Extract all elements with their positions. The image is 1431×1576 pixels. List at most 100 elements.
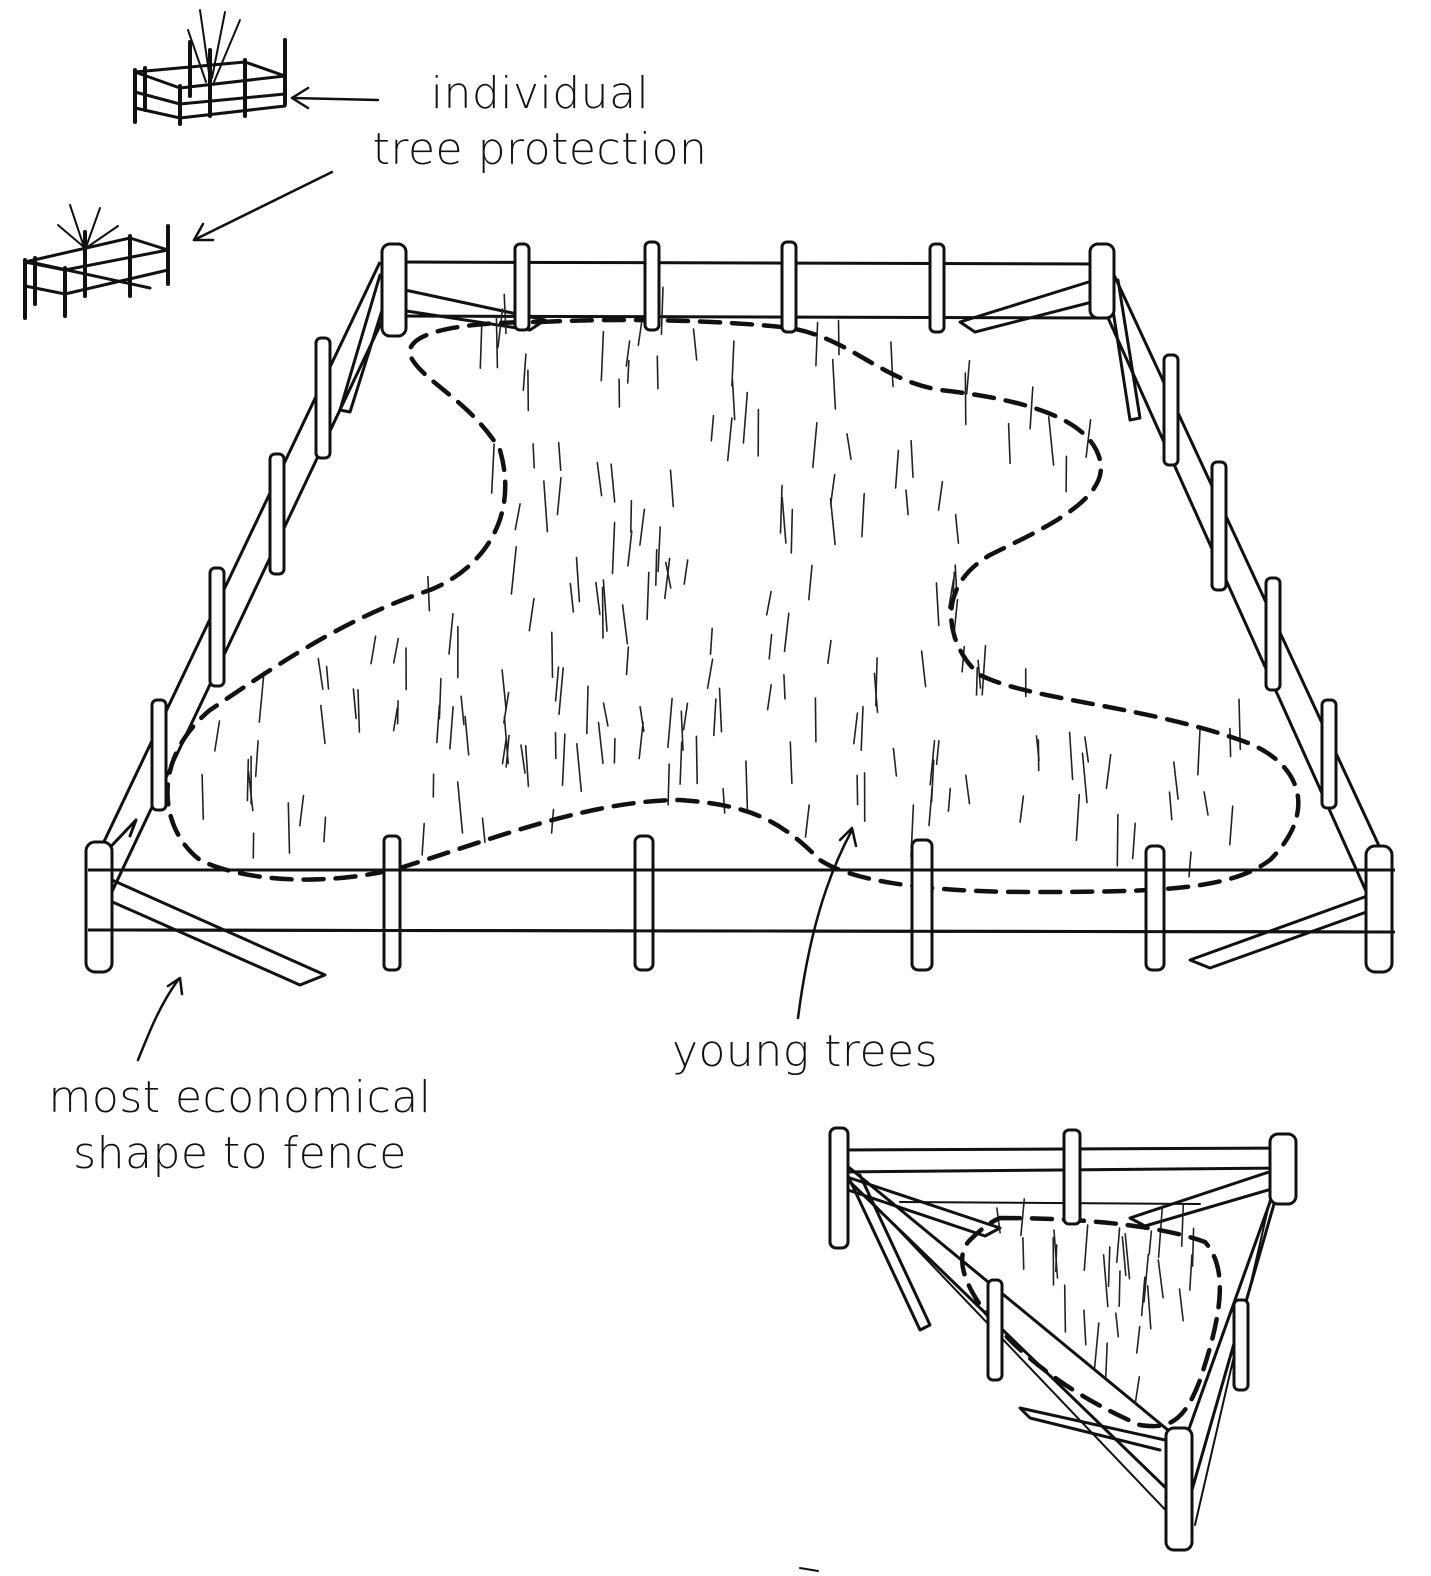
grass-stroke [746, 761, 748, 812]
grass-stroke [967, 361, 970, 394]
grass-stroke [515, 504, 520, 530]
grass-stroke [1085, 737, 1088, 762]
tree-guard-icon [25, 205, 168, 318]
grass-stroke [891, 342, 893, 386]
grass-stroke [937, 741, 939, 765]
grass-stroke [1148, 1286, 1151, 1329]
grass-stroke [833, 360, 836, 409]
grass-stroke [215, 721, 220, 751]
fence-post-icon [1266, 578, 1280, 690]
grass-stroke [544, 481, 548, 532]
fence-post-icon [782, 242, 796, 332]
grass-stroke [1135, 1377, 1139, 1404]
grass-stroke [570, 584, 573, 612]
fence-post-icon [152, 700, 166, 810]
grass-stroke [861, 707, 863, 751]
grass-stroke [596, 583, 600, 615]
grass-stroke [816, 323, 818, 366]
grass-stroke [601, 332, 603, 381]
grass-stroke [394, 639, 399, 663]
fence-post-icon [1166, 1428, 1192, 1550]
economical-shape-label: most economical shape to fence [20, 1070, 460, 1182]
grass-stroke [828, 641, 831, 664]
grass-stroke [1133, 823, 1136, 858]
grass-stroke [782, 498, 786, 543]
grass-stroke [1020, 796, 1023, 822]
grass-stroke [1189, 852, 1191, 877]
main-fence-enclosure [86, 242, 1395, 985]
grass-stroke [559, 668, 563, 714]
grass-stroke [893, 748, 896, 776]
grass-stroke [597, 463, 601, 496]
grass-stroke [815, 698, 816, 742]
grass-stroke [671, 470, 674, 506]
fence-post-icon [270, 454, 284, 574]
grass-stroke [529, 599, 534, 631]
grass-stroke [939, 482, 943, 510]
grass-stroke [862, 494, 864, 537]
triangular-fence-enclosure [830, 1128, 1296, 1550]
grass-stroke [577, 558, 580, 602]
grass-stroke [502, 670, 506, 710]
grass-stroke [1083, 753, 1088, 802]
grass-stroke [613, 523, 615, 574]
grass-stroke [1198, 730, 1200, 775]
grass-stroke [668, 764, 669, 805]
grass-stroke [1030, 387, 1033, 429]
grass-stroke [1095, 1323, 1099, 1368]
grass-stroke [743, 393, 747, 443]
grass-stroke [300, 796, 304, 826]
grass-stroke [526, 746, 529, 787]
grass-stroke [628, 531, 632, 566]
grass-stroke [839, 321, 840, 355]
fence-post-icon [316, 338, 330, 458]
grass-stroke [321, 706, 325, 744]
grass-stroke [552, 632, 553, 677]
grass-stroke [668, 699, 672, 748]
grass-stroke [557, 478, 561, 515]
grass-stroke [1117, 1228, 1120, 1262]
grass-stroke [1170, 792, 1172, 820]
grass-stroke [784, 675, 785, 699]
young-trees-label: young trees [640, 1024, 970, 1080]
grass-stroke [1084, 1310, 1086, 1345]
fence-post-icon [1322, 700, 1336, 808]
grass-stroke [603, 587, 604, 638]
grass-stroke [656, 550, 657, 586]
grass-stroke [911, 441, 913, 478]
fence-post-icon [210, 568, 224, 686]
grass-stroke [733, 380, 735, 420]
grass-stroke [1182, 1204, 1184, 1246]
grass-stroke [854, 713, 858, 744]
grass-stroke [906, 490, 908, 515]
grass-stroke [458, 782, 463, 833]
grass-stroke [492, 444, 494, 493]
grass-stroke [1104, 1255, 1108, 1307]
grass-stroke [714, 699, 716, 736]
grass-stroke [785, 613, 789, 651]
grass-stroke [318, 659, 323, 690]
fence-post-icon [1234, 1300, 1248, 1390]
fence-post-icon [1270, 1134, 1296, 1204]
grass-stroke [1056, 1245, 1057, 1271]
grass-stroke [896, 451, 899, 489]
grass-stroke [511, 547, 516, 594]
grass-stroke [483, 818, 486, 842]
grass-stroke [587, 686, 588, 733]
grass-stroke [556, 667, 559, 701]
grass-stroke [781, 486, 783, 534]
fence-post-icon [645, 242, 659, 330]
grass-stroke [628, 361, 629, 383]
grass-stroke [599, 723, 604, 764]
fence-post-icon [1146, 846, 1164, 970]
grass-stroke [559, 443, 561, 470]
grass-stroke [439, 679, 441, 719]
grass-stroke [247, 760, 248, 801]
grass-stroke [422, 824, 424, 855]
fence-post-icon [1366, 846, 1392, 972]
grass-stroke [694, 329, 697, 360]
label-line: most economical [20, 1070, 460, 1126]
grass-stroke [640, 509, 645, 545]
grass-stroke [1230, 729, 1231, 757]
